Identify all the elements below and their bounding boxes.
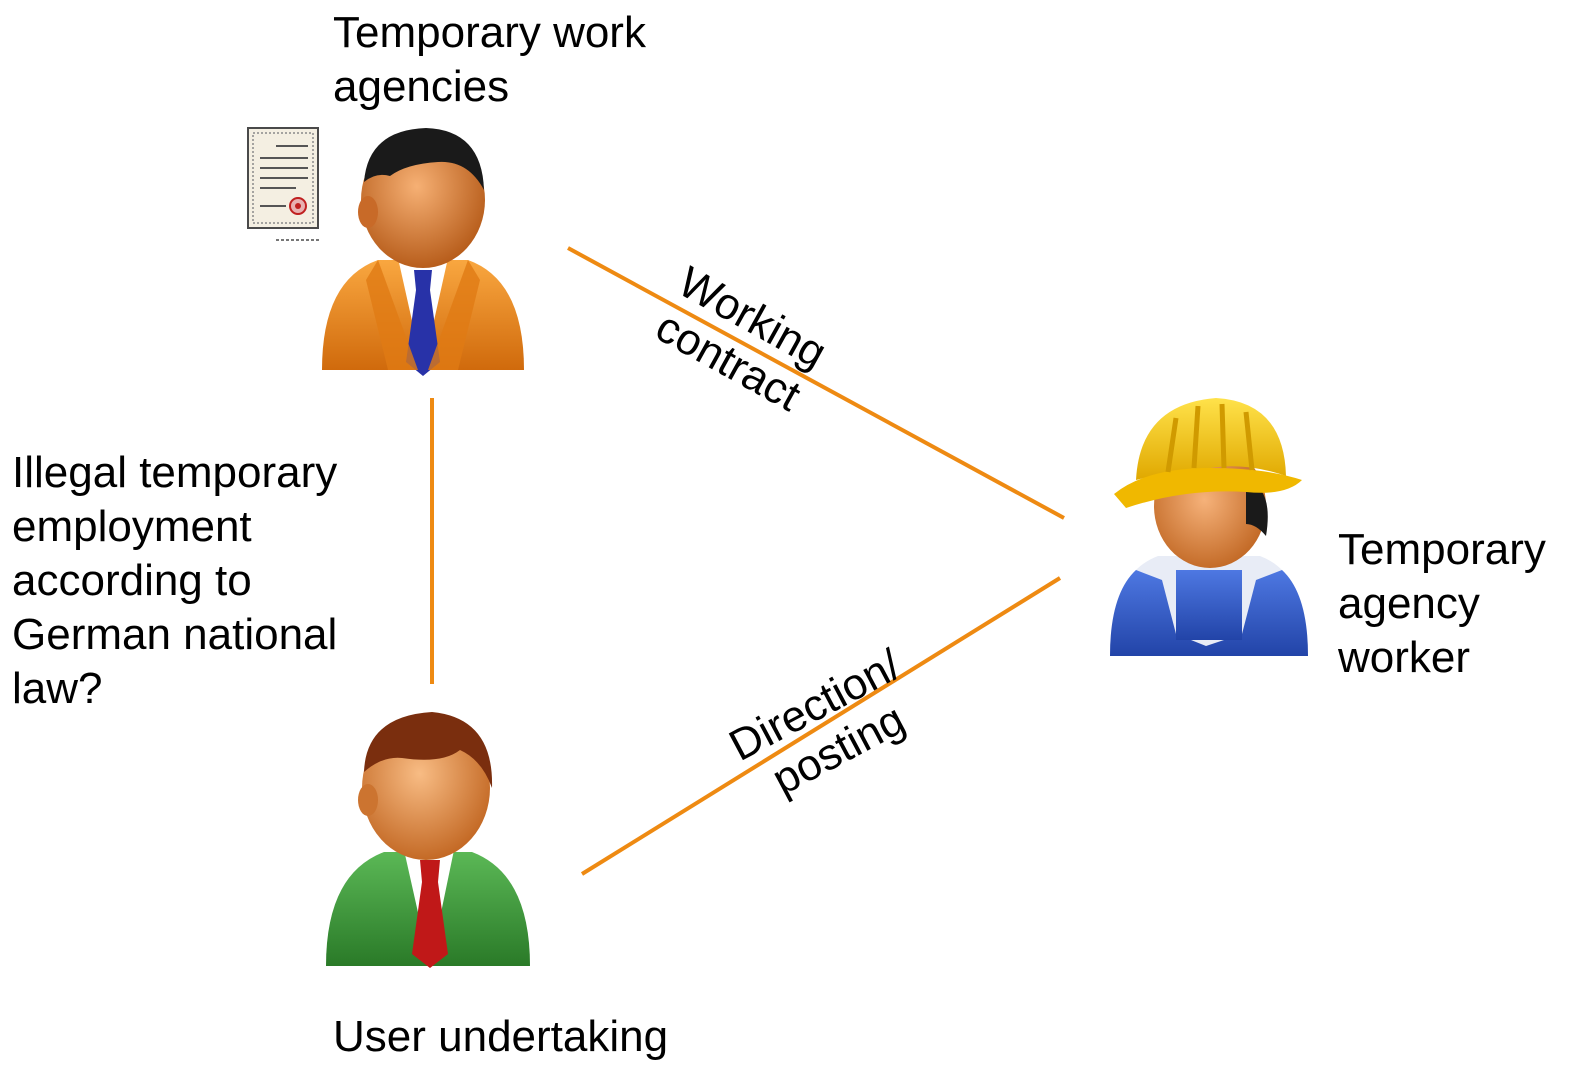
construction-worker-icon [1110,398,1308,656]
worker-label-line2: agency [1338,579,1480,628]
illegal-label-line3: according to [12,556,252,605]
certificate-document-icon [247,127,320,241]
user-undertaking-label: User undertaking [333,1010,668,1064]
illegal-label-line1: Illegal temporary [12,448,338,497]
worker-label: Temporary agency worker [1338,523,1546,685]
illegal-label-line2: employment [12,502,252,551]
illegal-label-line4: German national [12,610,338,659]
worker-label-line1: Temporary [1338,525,1546,574]
user-worker-connector [580,576,1062,876]
user-undertaking-label-line1: User undertaking [333,1012,669,1061]
businessman-green-icon [326,712,530,968]
businessman-orange-icon [322,128,524,376]
worker-label-line3: worker [1338,633,1471,682]
agencies-label-line2: agencies [333,62,510,111]
illegal-label-line5: law? [12,664,103,713]
agencies-label-line1: Temporary work [333,8,646,57]
illegal-employment-label: Illegal temporary employment according t… [12,446,337,716]
agency-worker-connector [567,246,1065,520]
agencies-label: Temporary work agencies [333,6,646,114]
